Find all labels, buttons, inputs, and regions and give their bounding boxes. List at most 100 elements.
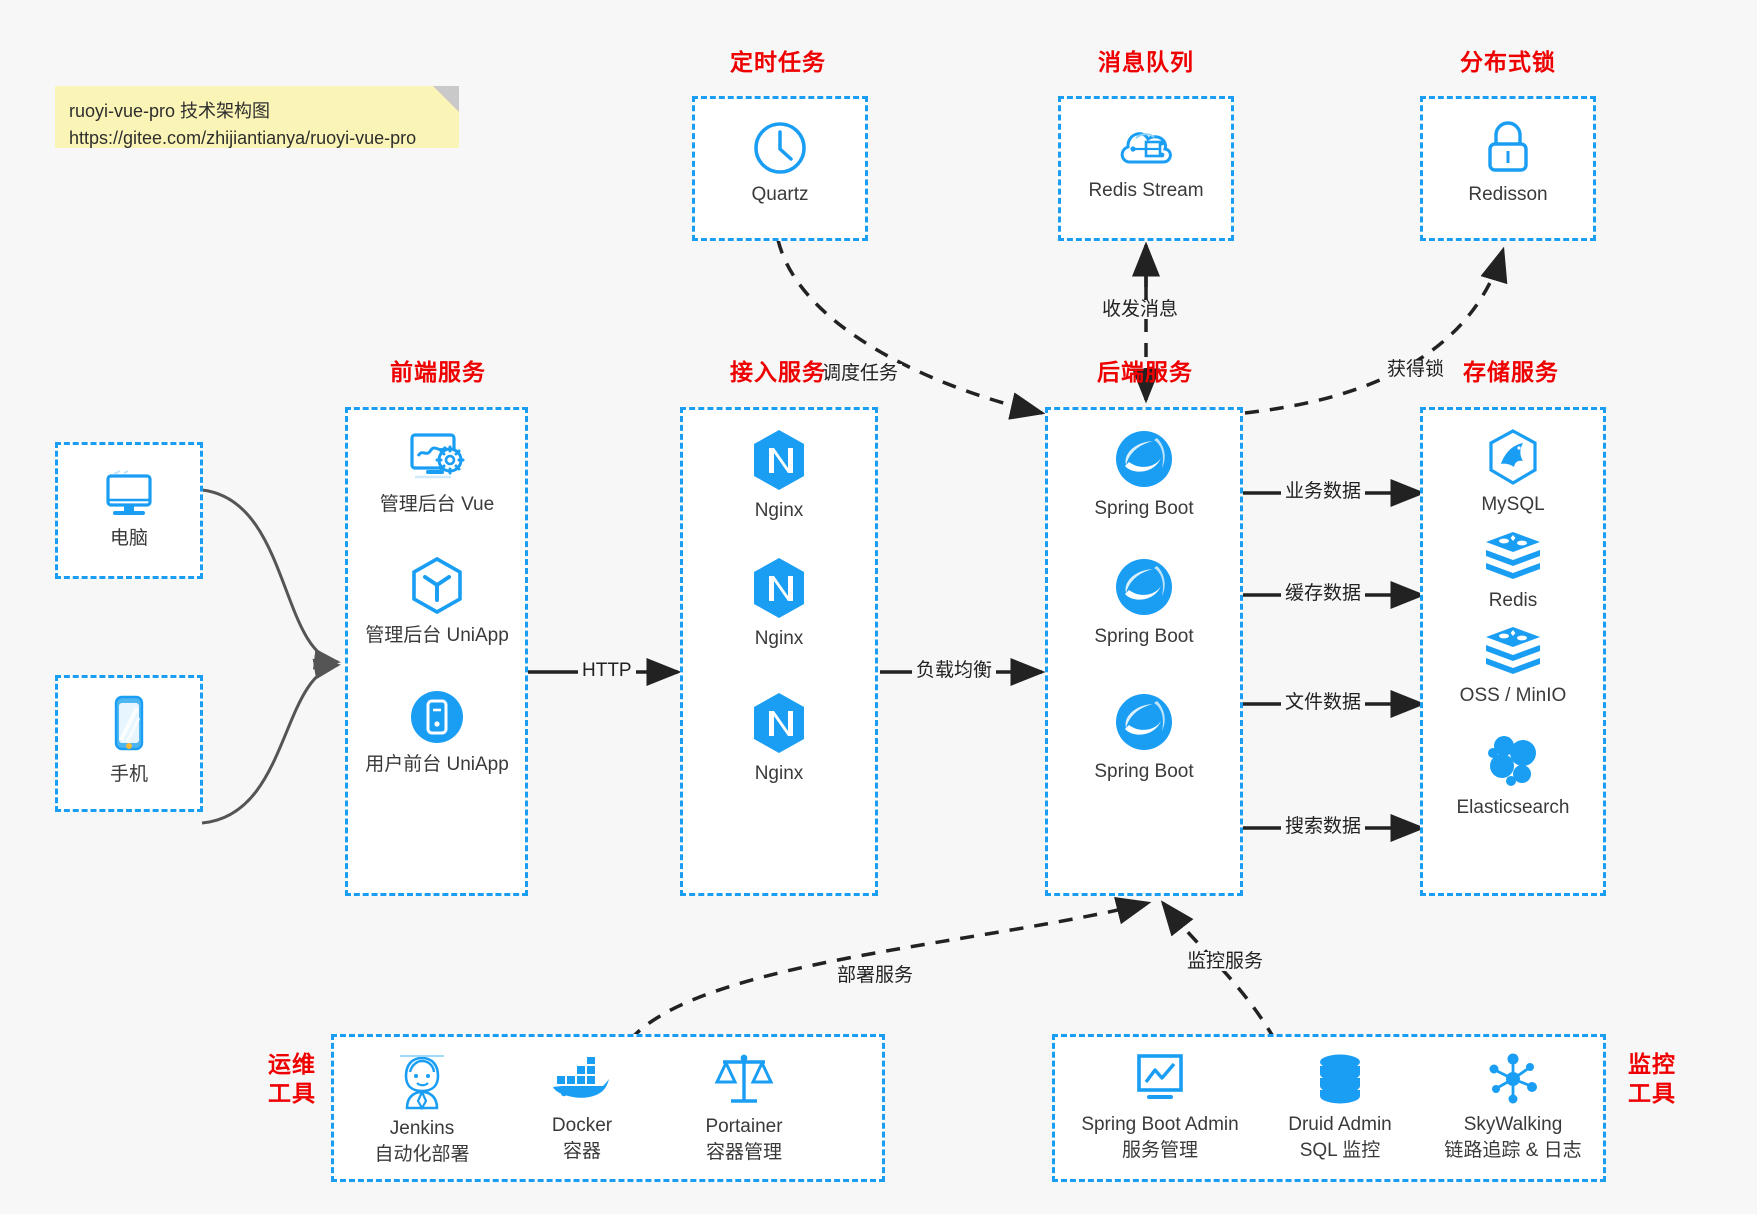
dashboard-gear-icon	[410, 433, 465, 479]
node-sublabel-portainer: 容器管理	[705, 1141, 782, 1163]
group-title-storage: 存储服务	[1463, 359, 1559, 385]
node-elasticsearch[interactable]: Elasticsearch	[1433, 733, 1593, 821]
monitor-chart-icon	[1137, 1054, 1183, 1099]
group-title-devops: 运维 工具	[268, 1051, 316, 1106]
scales-balance-icon	[714, 1054, 774, 1103]
node-label-nginx-3: Nginx	[754, 763, 804, 784]
edge-label-search-data: 搜索数据	[1281, 817, 1366, 836]
spring-boot-icon	[1116, 431, 1172, 487]
group-box-timer	[692, 96, 868, 241]
node-sublabel-jenkins: 自动化部署	[374, 1143, 470, 1165]
group-title-gateway: 接入服务	[730, 359, 826, 385]
note-fold-corner	[433, 86, 459, 112]
group-title-monitor: 监控 工具	[1628, 1051, 1676, 1106]
jenkins-butler-icon	[400, 1055, 444, 1110]
node-nginx-2[interactable]: Nginx	[699, 556, 859, 652]
node-spring-boot-3[interactable]: Spring Boot	[1064, 691, 1224, 785]
edge-acquire-lock	[1244, 246, 1508, 415]
node-label-spring-boot-3: Spring Boot	[1094, 761, 1194, 782]
elasticsearch-icon	[1488, 736, 1536, 786]
node-mysql[interactable]: MySQL	[1433, 428, 1593, 518]
group-title-lock: 分布式锁	[1460, 49, 1556, 75]
edge-label-load-balance: 负载均衡	[912, 661, 997, 680]
edge-schedule-task	[776, 239, 1046, 420]
edge-label-business-data: 业务数据	[1281, 482, 1366, 501]
node-redisson[interactable]: Redisson	[1428, 118, 1588, 208]
edge-label-schedule-task: 调度任务	[818, 364, 903, 383]
edge-label-http: HTTP	[578, 661, 636, 680]
mobile-phone-icon	[114, 695, 144, 751]
node-admin-vue[interactable]: 管理后台 Vue	[357, 430, 517, 518]
node-redis[interactable]: Redis	[1433, 530, 1593, 614]
node-label-quartz: Quartz	[751, 184, 809, 205]
edge-desktop-to-frontend	[201, 488, 341, 670]
node-redis-stream[interactable]: Redis Stream	[1066, 122, 1226, 204]
nginx-icon	[754, 693, 804, 753]
node-label-druid-admin: Druid Admin	[1288, 1114, 1392, 1135]
node-label-admin-vue: 管理后台 Vue	[379, 494, 495, 515]
redis-stack-icon	[1486, 532, 1540, 579]
group-box-backend	[1045, 407, 1243, 896]
edge-phone-to-frontend	[201, 658, 341, 825]
padlock-icon	[1488, 121, 1528, 172]
group-title-frontend: 前端服务	[390, 359, 486, 385]
clock-icon	[754, 122, 806, 174]
cloud-stream-icon	[1120, 132, 1172, 164]
desktop-computer-icon	[106, 470, 152, 515]
node-label-desktop: 电脑	[109, 528, 148, 549]
node-sublabel-skywalking: 链路追踪 & 日志	[1444, 1139, 1582, 1161]
node-quartz[interactable]: Quartz	[700, 120, 860, 208]
node-label-spring-boot-admin: Spring Boot Admin	[1081, 1114, 1239, 1135]
nginx-icon	[754, 430, 804, 490]
node-desktop[interactable]: 电脑	[49, 470, 209, 552]
node-label-portainer: Portainer	[705, 1116, 783, 1137]
group-box-storage	[1420, 407, 1606, 896]
title-sticky-note: ruoyi-vue-pro 技术架构图 https://gitee.com/zh…	[55, 86, 459, 148]
node-nginx-1[interactable]: Nginx	[699, 428, 859, 524]
database-cylinder-icon	[1320, 1054, 1360, 1104]
uniapp-cube-icon	[412, 556, 462, 615]
node-skywalking[interactable]: SkyWalking 链路追踪 & 日志	[1418, 1052, 1608, 1163]
node-label-elasticsearch: Elasticsearch	[1456, 797, 1570, 818]
skywalking-node-icon	[1489, 1053, 1537, 1104]
node-docker[interactable]: Docker 容器	[498, 1055, 666, 1164]
node-phone[interactable]: 手机	[49, 694, 209, 788]
edge-label-send-receive-msg: 收发消息	[1098, 300, 1183, 319]
group-box-frontend	[345, 407, 528, 896]
edge-label-cache-data: 缓存数据	[1281, 584, 1366, 603]
group-title-timer: 定时任务	[730, 49, 826, 75]
node-label-mysql: MySQL	[1481, 494, 1545, 515]
node-label-nginx-2: Nginx	[754, 628, 804, 649]
spring-boot-icon	[1116, 559, 1172, 615]
node-label-spring-boot-1: Spring Boot	[1094, 498, 1194, 519]
edge-label-monitor-service: 监控服务	[1183, 952, 1268, 971]
node-spring-boot-1[interactable]: Spring Boot	[1064, 428, 1224, 522]
node-label-redis-stream: Redis Stream	[1088, 180, 1204, 201]
node-sublabel-docker: 容器	[562, 1140, 601, 1162]
node-label-jenkins: Jenkins	[389, 1118, 455, 1139]
edge-label-acquire-lock: 获得锁	[1383, 360, 1449, 379]
node-sublabel-spring-boot-admin: 服务管理	[1121, 1139, 1198, 1161]
group-box-mq	[1058, 96, 1234, 241]
node-label-nginx-1: Nginx	[754, 500, 804, 521]
node-oss-minio[interactable]: OSS / MinIO	[1433, 625, 1593, 709]
node-spring-boot-2[interactable]: Spring Boot	[1064, 556, 1224, 650]
spring-boot-icon	[1116, 694, 1172, 750]
nginx-icon	[754, 558, 804, 618]
note-line-1: ruoyi-vue-pro 技术架构图	[69, 101, 271, 121]
node-druid-admin[interactable]: Druid Admin SQL 监控	[1255, 1052, 1425, 1163]
group-title-mq: 消息队列	[1098, 49, 1194, 75]
node-label-oss-minio: OSS / MinIO	[1459, 685, 1567, 706]
node-nginx-3[interactable]: Nginx	[699, 691, 859, 787]
node-spring-boot-admin[interactable]: Spring Boot Admin 服务管理	[1060, 1052, 1260, 1163]
node-admin-uniapp[interactable]: 管理后台 UniApp	[357, 555, 517, 649]
node-jenkins[interactable]: Jenkins 自动化部署	[338, 1052, 506, 1167]
redis-stack-icon	[1486, 627, 1540, 674]
docker-whale-icon	[553, 1057, 609, 1098]
note-line-2: https://gitee.com/zhijiantianya/ruoyi-vu…	[69, 128, 417, 148]
node-user-uniapp[interactable]: 用户前台 UniApp	[357, 688, 517, 778]
node-label-redisson: Redisson	[1468, 184, 1548, 205]
node-portainer[interactable]: Portainer 容器管理	[660, 1052, 828, 1165]
node-label-skywalking: SkyWalking	[1463, 1114, 1563, 1135]
